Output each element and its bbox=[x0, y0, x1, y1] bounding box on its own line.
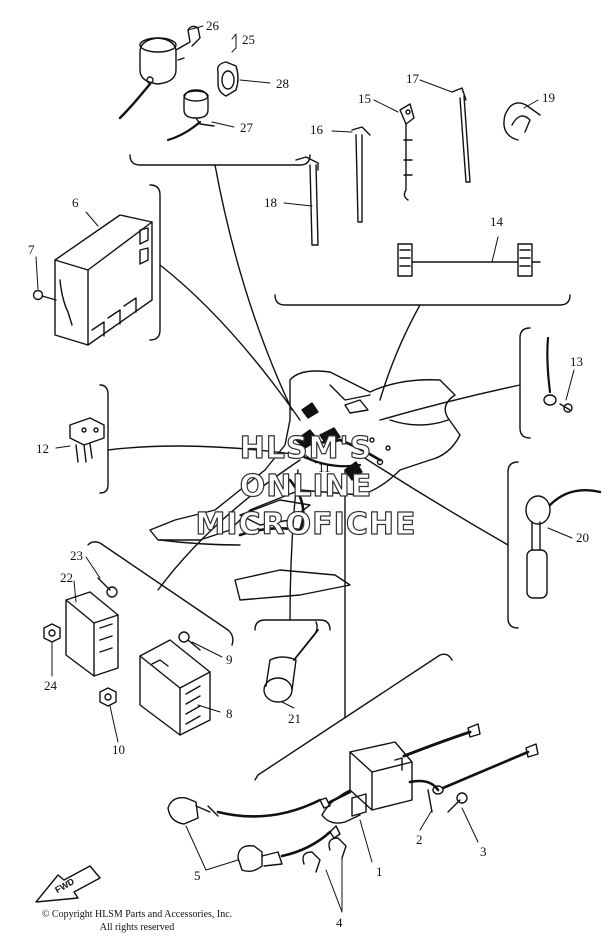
callout-1: 1 bbox=[376, 864, 383, 879]
callout-23: 23 bbox=[70, 548, 83, 563]
bolt-7 bbox=[32, 289, 57, 301]
clip-19 bbox=[503, 102, 541, 141]
band-16 bbox=[351, 126, 371, 223]
callout-16: 16 bbox=[310, 122, 324, 137]
callout-26: 26 bbox=[206, 18, 220, 33]
lock-switch bbox=[166, 89, 215, 142]
bracket-coil bbox=[254, 653, 453, 781]
callout-6: 6 bbox=[72, 195, 79, 210]
callout-24: 24 bbox=[44, 678, 58, 693]
bracket-left-ecu bbox=[149, 184, 161, 341]
callout-20: 20 bbox=[576, 530, 589, 545]
copyright-line-2: All rights reserved bbox=[99, 922, 175, 933]
wire-clamps-4 bbox=[302, 837, 347, 873]
connector-line-upper-right bbox=[379, 304, 421, 401]
callout-25: 25 bbox=[242, 32, 255, 47]
callout-12: 12 bbox=[36, 441, 49, 456]
connector-line-sensor bbox=[289, 469, 299, 621]
copyright-line-1: © Copyright HLSM Parts and Accessories, … bbox=[41, 909, 233, 920]
plug-cap-upper bbox=[167, 790, 352, 825]
bolt-3 bbox=[447, 792, 468, 813]
bracket-top bbox=[129, 154, 311, 166]
callout-18: 18 bbox=[264, 195, 277, 210]
ignition-coil bbox=[321, 723, 539, 824]
sensor-20 bbox=[525, 488, 602, 599]
watermark-line-2: ONLINE bbox=[240, 469, 373, 504]
connector-line-ecu bbox=[159, 264, 301, 421]
callout-8: 8 bbox=[226, 706, 233, 721]
leader-lines bbox=[35, 25, 575, 913]
callout-28: 28 bbox=[276, 76, 289, 91]
connector-line-right-lower bbox=[359, 454, 509, 546]
band-18 bbox=[295, 156, 319, 246]
callout-15: 15 bbox=[358, 91, 371, 106]
band-17 bbox=[451, 87, 471, 183]
callout-4: 4 bbox=[336, 915, 343, 930]
wire-lead-14 bbox=[397, 243, 541, 277]
connector-12 bbox=[69, 417, 105, 463]
lead-2 bbox=[427, 789, 433, 813]
callout-19: 19 bbox=[542, 90, 555, 105]
callout-27: 27 bbox=[240, 120, 254, 135]
fwd-arrow-icon: FWD bbox=[35, 865, 101, 903]
callout-5: 5 bbox=[194, 868, 201, 883]
callout-21: 21 bbox=[288, 711, 301, 726]
callout-7: 7 bbox=[28, 242, 35, 257]
connector-line-right-upper bbox=[379, 384, 521, 421]
rectifier-8 bbox=[139, 639, 211, 736]
switch-nut bbox=[216, 61, 239, 97]
copyright-notice: © Copyright HLSM Parts and Accessories, … bbox=[22, 908, 252, 934]
fwd-label: FWD bbox=[53, 876, 76, 895]
callout-11: 11 bbox=[318, 460, 331, 475]
nut-10 bbox=[99, 687, 117, 707]
connector-line-lower-left bbox=[157, 459, 301, 591]
bolt-23 bbox=[97, 577, 118, 598]
connector-line-plug bbox=[107, 445, 301, 456]
callout-2: 2 bbox=[416, 832, 423, 847]
cdi-unit bbox=[54, 214, 153, 346]
callout-labels: 1 2 3 4 5 6 7 8 9 10 11 12 13 14 15 16 1… bbox=[28, 18, 589, 930]
callout-13: 13 bbox=[570, 354, 583, 369]
main-switch-assembly bbox=[118, 25, 201, 120]
relay-22 bbox=[65, 591, 119, 677]
connector-line-top bbox=[214, 164, 293, 411]
nut-24 bbox=[43, 623, 61, 643]
sensor-21 bbox=[263, 621, 319, 703]
watermark-line-1: HLSM'S bbox=[240, 431, 372, 466]
ground-lead-13 bbox=[543, 336, 573, 413]
watermark-line-3: MICROFICHE bbox=[196, 507, 417, 542]
watermark: HLSM'S ONLINE MICROFICHE bbox=[195, 430, 417, 542]
bolt-9 bbox=[178, 631, 201, 651]
main-wire-harness bbox=[149, 370, 461, 601]
clamp-15 bbox=[399, 103, 415, 201]
bracket-left-plug bbox=[99, 384, 109, 494]
callout-9: 9 bbox=[226, 652, 233, 667]
callout-22: 22 bbox=[60, 570, 73, 585]
bracket-lower-left bbox=[87, 541, 234, 646]
bracket-upper-right bbox=[274, 294, 571, 306]
callout-10: 10 bbox=[112, 742, 125, 757]
bracket-right-upper bbox=[519, 327, 531, 439]
callout-14: 14 bbox=[490, 214, 504, 229]
plug-cap-lower bbox=[237, 825, 341, 873]
callout-17: 17 bbox=[406, 71, 420, 86]
callout-3: 3 bbox=[480, 844, 487, 859]
bracket-sensor bbox=[254, 619, 331, 631]
bracket-right-lower bbox=[507, 461, 519, 629]
